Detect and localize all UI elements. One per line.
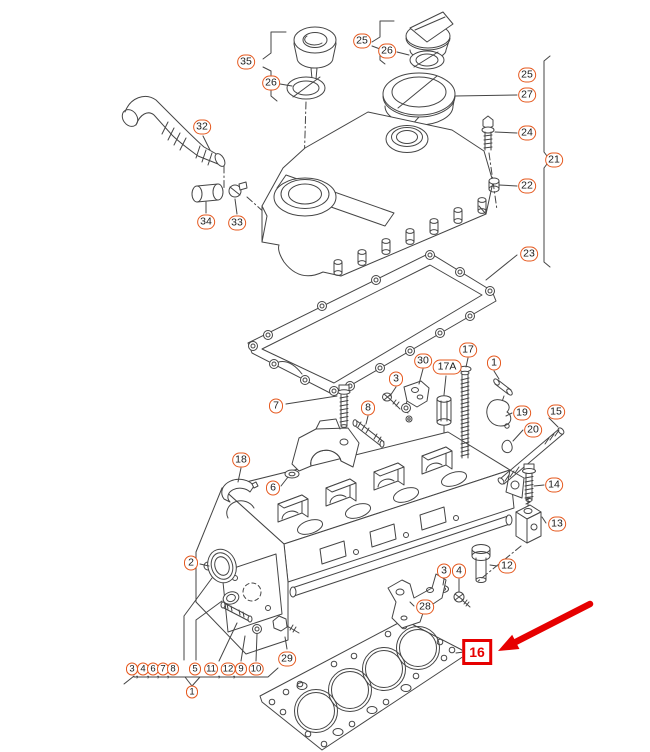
callout-35[interactable]: 35 [237,54,255,70]
bearing-cap [291,418,360,472]
callout-32[interactable]: 32 [193,119,211,135]
clip-19 [486,399,512,429]
callout-4[interactable]: 4 [452,563,466,579]
washer-6 [284,469,300,479]
callout-22[interactable]: 22 [518,178,536,194]
sleeve-17A [436,395,452,426]
bolt-3-mid [382,392,413,423]
valve-cover [261,111,500,277]
callout-15[interactable]: 15 [547,404,565,420]
oil-filler-cap-right [405,11,454,70]
callout-14[interactable]: 14 [545,477,563,493]
separator-comma: , [156,667,160,680]
stud-8 [352,419,385,448]
callout-20[interactable]: 20 [524,422,542,438]
callout-17[interactable]: 17 [459,342,477,358]
callout-26[interactable]: 26 [378,43,396,59]
cover-bolt [481,115,495,151]
callout-3[interactable]: 3 [389,371,403,387]
callout-33[interactable]: 33 [228,215,246,231]
callout-8[interactable]: 8 [167,662,179,676]
valve-cover-gasket [247,250,497,396]
camshaft-seal [207,548,237,584]
cover-grommet [488,177,500,193]
callout-23[interactable]: 23 [520,246,538,262]
head-gasket [259,619,465,751]
callout-28[interactable]: 28 [416,599,434,615]
cover-bolt-towers [333,197,487,276]
callout-30[interactable]: 30 [414,353,432,369]
callout-3[interactable]: 3 [437,563,451,579]
leader-lines [199,51,559,654]
callout-12[interactable]: 12 [498,558,516,574]
bolt-14 [522,463,536,502]
callout-11[interactable]: 11 [204,662,218,676]
pin-1 [493,378,513,396]
callout-1[interactable]: 1 [487,355,501,371]
separator-comma: , [166,667,170,680]
flange-bolt [272,615,300,634]
callout-13[interactable]: 13 [548,516,566,532]
callout-7[interactable]: 7 [157,662,169,676]
callout-27[interactable]: 27 [518,87,536,103]
callout-26[interactable]: 26 [262,75,280,91]
small-seal [222,591,240,605]
callout-18[interactable]: 18 [232,452,250,468]
callout-24[interactable]: 24 [518,125,536,141]
clip-20 [501,439,513,454]
callout-21[interactable]: 21 [545,152,563,168]
red-arrow [498,600,594,651]
separator-comma: , [146,667,150,680]
callout-8[interactable]: 8 [361,400,375,416]
breather-hose [121,96,226,167]
callout-5[interactable]: 5 [189,662,201,676]
block-13 [515,496,542,544]
oil-filler-cap-left [286,26,337,100]
bracket-28 [387,573,447,629]
callout-7[interactable]: 7 [269,398,283,414]
callout-19[interactable]: 19 [513,405,531,421]
cylinder-head [195,431,525,655]
gasket-bolt-holes [248,250,495,396]
callout-25[interactable]: 25 [353,33,371,49]
bearing-towers [277,446,453,523]
gasket-holes [268,622,456,748]
filler-neck-flange [382,72,456,126]
callout-29[interactable]: 29 [278,651,296,667]
bracket-30 [403,380,430,414]
stud-15 [497,427,565,485]
separator-comma: , [135,667,139,680]
callout-25[interactable]: 25 [518,67,536,83]
hose-clamp [228,181,248,198]
callout-2[interactable]: 2 [184,555,198,571]
washer-ring [252,624,262,634]
hose-bushing [191,183,224,203]
callout-9[interactable]: 9 [235,662,247,676]
callout-34[interactable]: 34 [197,214,215,230]
cylinder-bores [294,626,440,733]
callout-1[interactable]: 1 [186,685,198,699]
callout-10[interactable]: 10 [248,662,264,676]
callout-6[interactable]: 6 [266,480,280,496]
separator-comma: , [217,667,221,680]
bolt-17 [458,365,472,459]
callout-17A[interactable]: 17A [432,359,462,375]
separator-comma: , [232,667,236,680]
plug-12 [471,544,491,583]
callout-12[interactable]: 12 [220,662,236,676]
small-stud [220,601,253,623]
highlight-box[interactable]: 16 [462,639,492,665]
half-bearing-shell [221,478,259,503]
callout-6[interactable]: 6 [147,662,159,676]
bolt-7 [337,384,351,428]
